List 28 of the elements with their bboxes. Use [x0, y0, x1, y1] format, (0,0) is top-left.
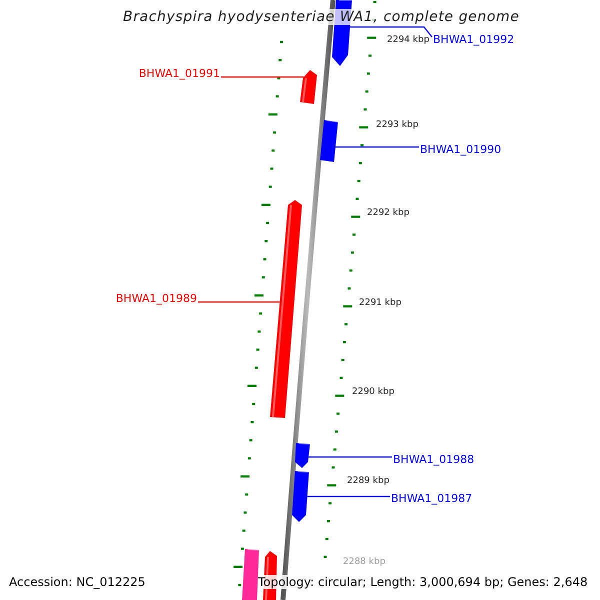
scale-label: 2294 kbp	[387, 35, 430, 45]
gene-label: BHWA1_01989	[116, 292, 197, 306]
scale-label: 2293 kbp	[376, 120, 418, 130]
scale-label: 2291 kbp	[359, 298, 402, 308]
genome-info: Topology: circular; Length: 3,000,694 bp; Genes: 2,648	[258, 575, 588, 589]
genome-title: Brachyspira hyodysenteriae WA1, complete genome	[123, 9, 520, 25]
gene-label: BHWA1_01988	[393, 453, 474, 467]
gene-segment	[242, 549, 259, 600]
gene-label: BHWA1_01987	[391, 492, 472, 506]
leader-line	[350, 26, 432, 38]
leader-line	[308, 456, 392, 458]
scale-label: 2292 kbp	[367, 208, 410, 218]
gene-segment	[270, 200, 302, 418]
gene-segment	[292, 471, 309, 522]
gene-label: BHWA1_01992	[433, 33, 514, 47]
gene-segment	[295, 443, 310, 468]
leader-line	[307, 496, 390, 498]
gene-segment	[320, 120, 338, 162]
scale-label: 2289 kbp	[347, 476, 390, 486]
gene-label: BHWA1_01990	[420, 143, 502, 157]
gene-segment	[300, 70, 317, 104]
scale-label: 2288 kbp	[343, 557, 386, 567]
leader-line	[336, 146, 419, 148]
accession-note: Accession: NC_012225	[9, 575, 146, 589]
scale-label: 2290 kbp	[352, 387, 394, 397]
leader-line	[198, 301, 280, 303]
leader-line	[221, 76, 304, 78]
gene-label: BHWA1_01991	[138, 67, 220, 81]
